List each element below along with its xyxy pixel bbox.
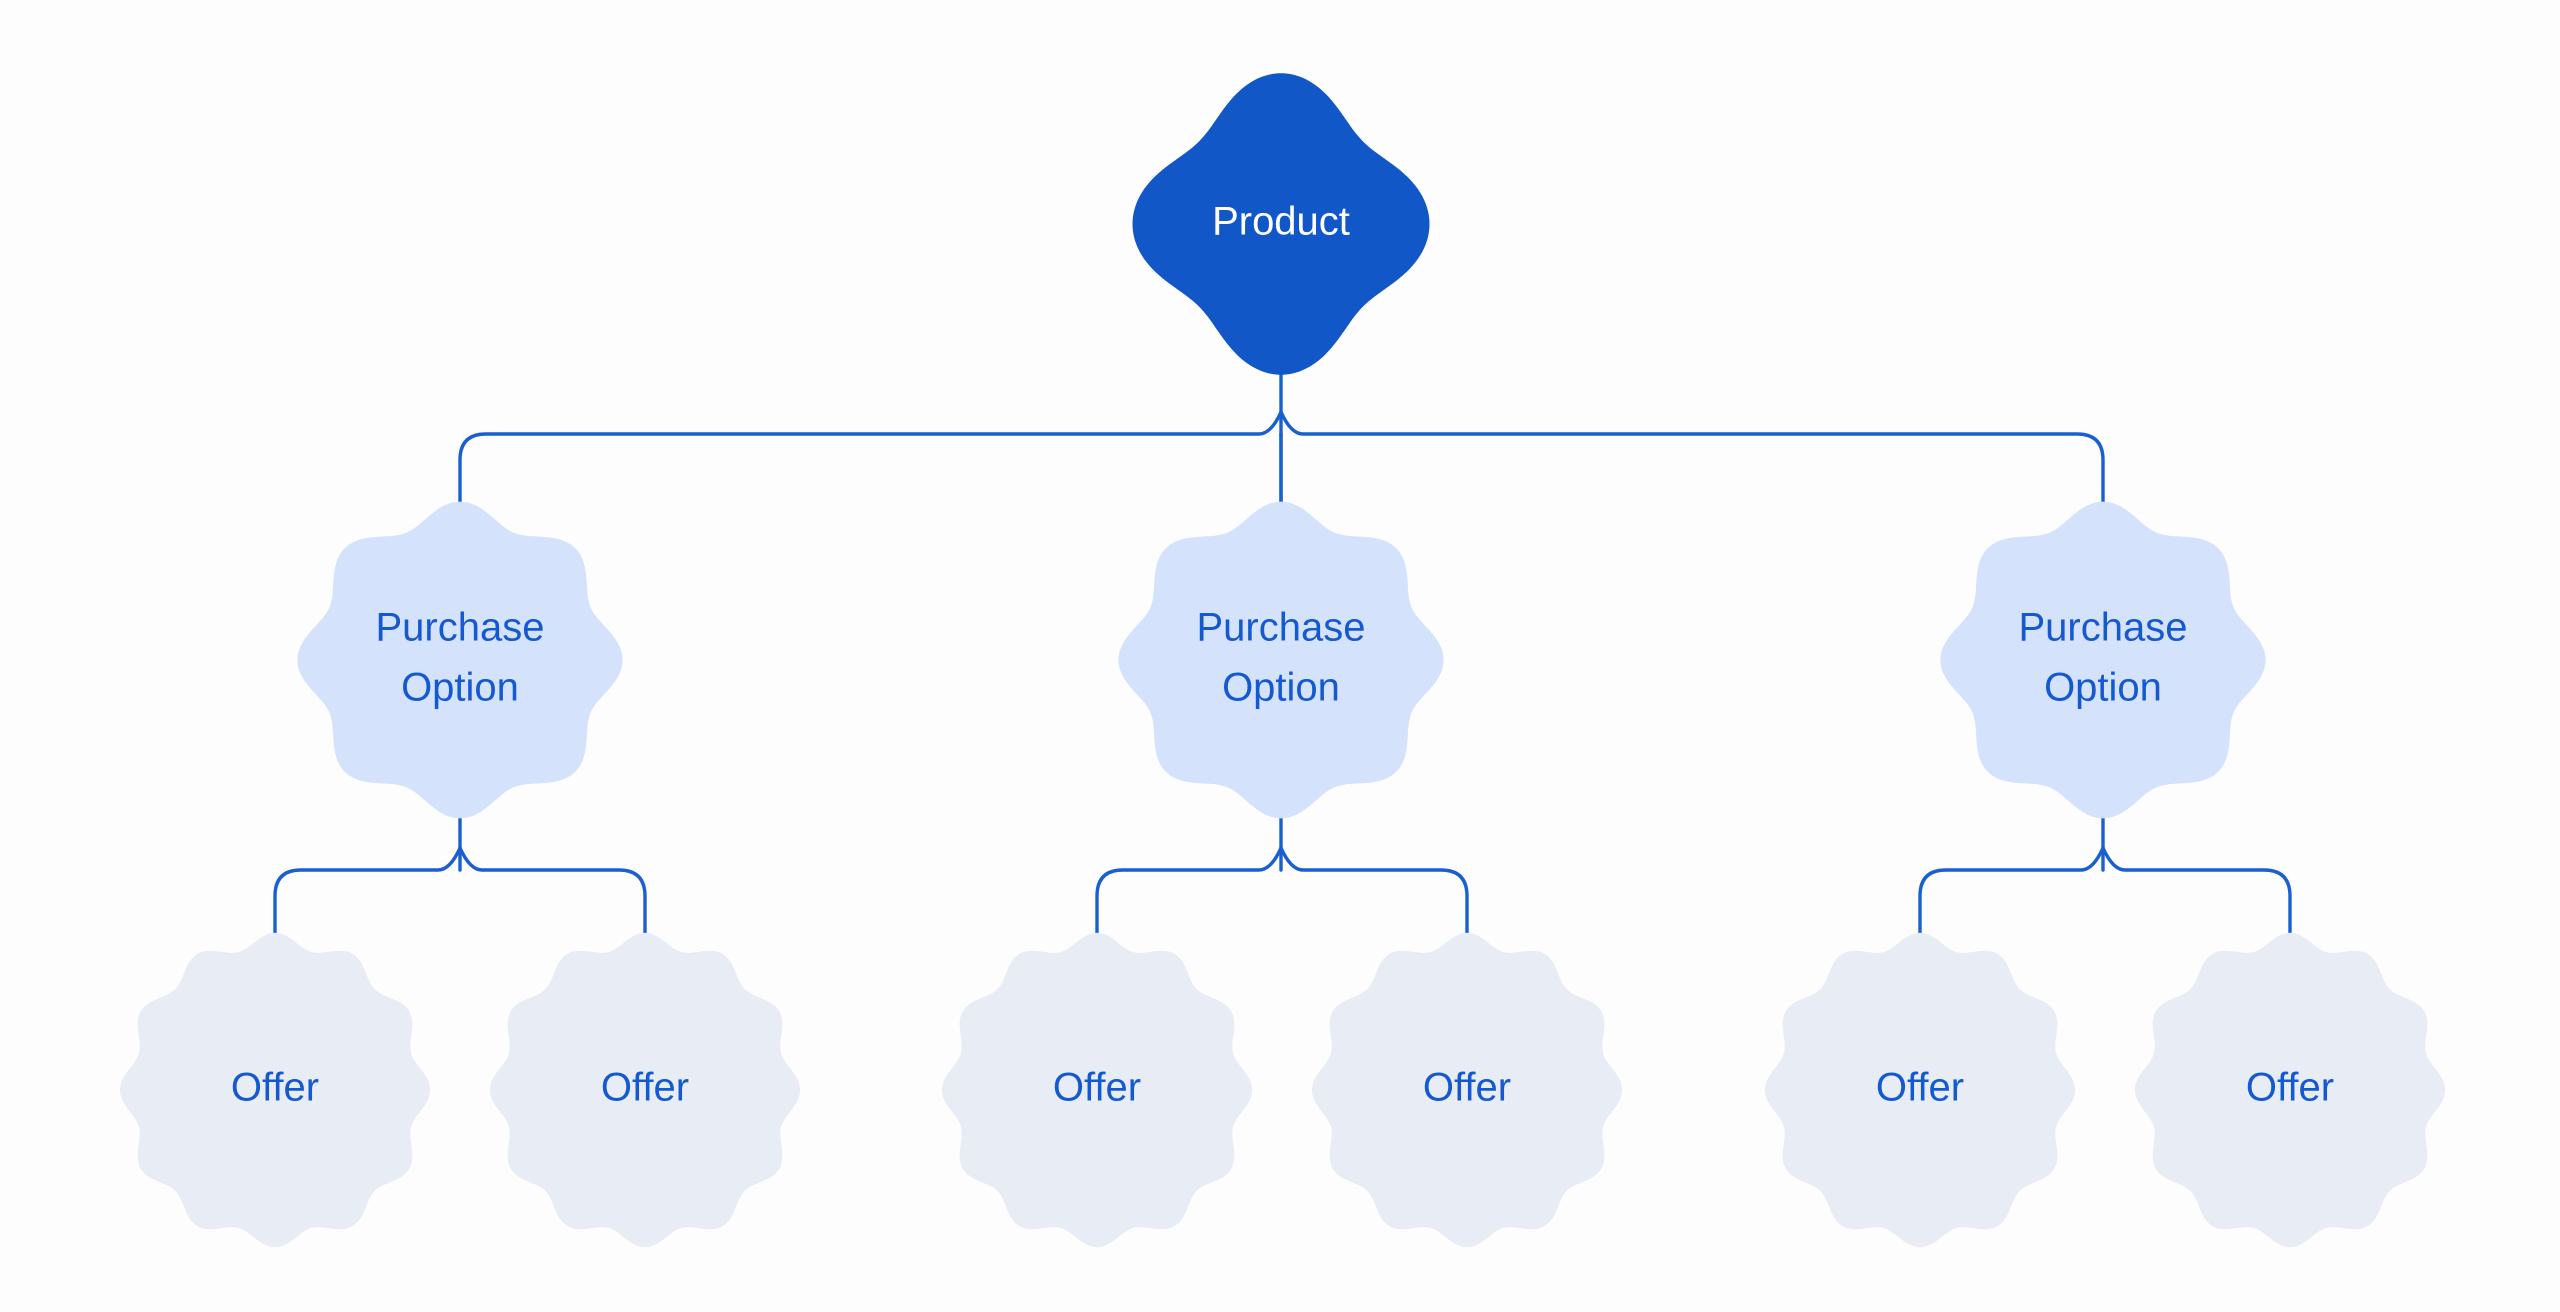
node-purchase-option-3-shape	[1940, 501, 2266, 819]
node-offer-4-label: Offer	[1423, 1066, 1511, 1110]
node-offer-6[interactable]: Offer	[2134, 932, 2446, 1248]
node-offer-1-label: Offer	[231, 1066, 319, 1110]
node-purchase-option-1-label: Option	[401, 666, 519, 710]
node-product-label: Product	[1212, 200, 1350, 244]
node-product-shape	[1132, 73, 1430, 375]
node-purchase-option-1-label: Purchase	[376, 606, 545, 650]
node-offer-3[interactable]: Offer	[941, 932, 1253, 1248]
edge-product-to-options-rail-right	[1279, 410, 2105, 518]
node-offer-3-label: Offer	[1053, 1066, 1141, 1110]
node-offer-4[interactable]: Offer	[1311, 932, 1623, 1248]
node-offer-5-label: Offer	[1876, 1066, 1964, 1110]
node-offer-4-shape	[1311, 932, 1623, 1248]
node-offer-1-shape	[119, 932, 431, 1248]
edge-option2-to-offers-rail-left	[1095, 846, 1283, 947]
node-offer-5-shape	[1764, 932, 2076, 1248]
edge-option3-to-offers-rail-right	[2101, 846, 2292, 947]
edge-option2-to-offers-rail-right	[1279, 846, 1469, 947]
node-purchase-option-3-label: Purchase	[2019, 606, 2188, 650]
node-purchase-option-2-label: Option	[1222, 666, 1340, 710]
node-offer-2-shape	[489, 932, 801, 1248]
node-product[interactable]: Product	[1132, 73, 1430, 375]
node-offer-1[interactable]: Offer	[119, 932, 431, 1248]
node-offer-2[interactable]: Offer	[489, 932, 801, 1248]
node-purchase-option-2-shape	[1118, 501, 1444, 819]
node-purchase-option-1-shape	[297, 501, 623, 819]
node-offer-6-label: Offer	[2246, 1066, 2334, 1110]
edge-product-to-options-rail-left	[458, 410, 1283, 518]
edge-option1-to-offers-rail-left	[273, 846, 462, 947]
node-offer-3-shape	[941, 932, 1253, 1248]
edge-option3-to-offers-rail-left	[1918, 846, 2105, 947]
edge-option1-to-offers-rail-right	[458, 846, 647, 947]
node-purchase-option-2-label: Purchase	[1197, 606, 1366, 650]
node-offer-6-shape	[2134, 932, 2446, 1248]
node-purchase-option-3-label: Option	[2044, 666, 2162, 710]
node-offer-5[interactable]: Offer	[1764, 932, 2076, 1248]
node-offer-2-label: Offer	[601, 1066, 689, 1110]
